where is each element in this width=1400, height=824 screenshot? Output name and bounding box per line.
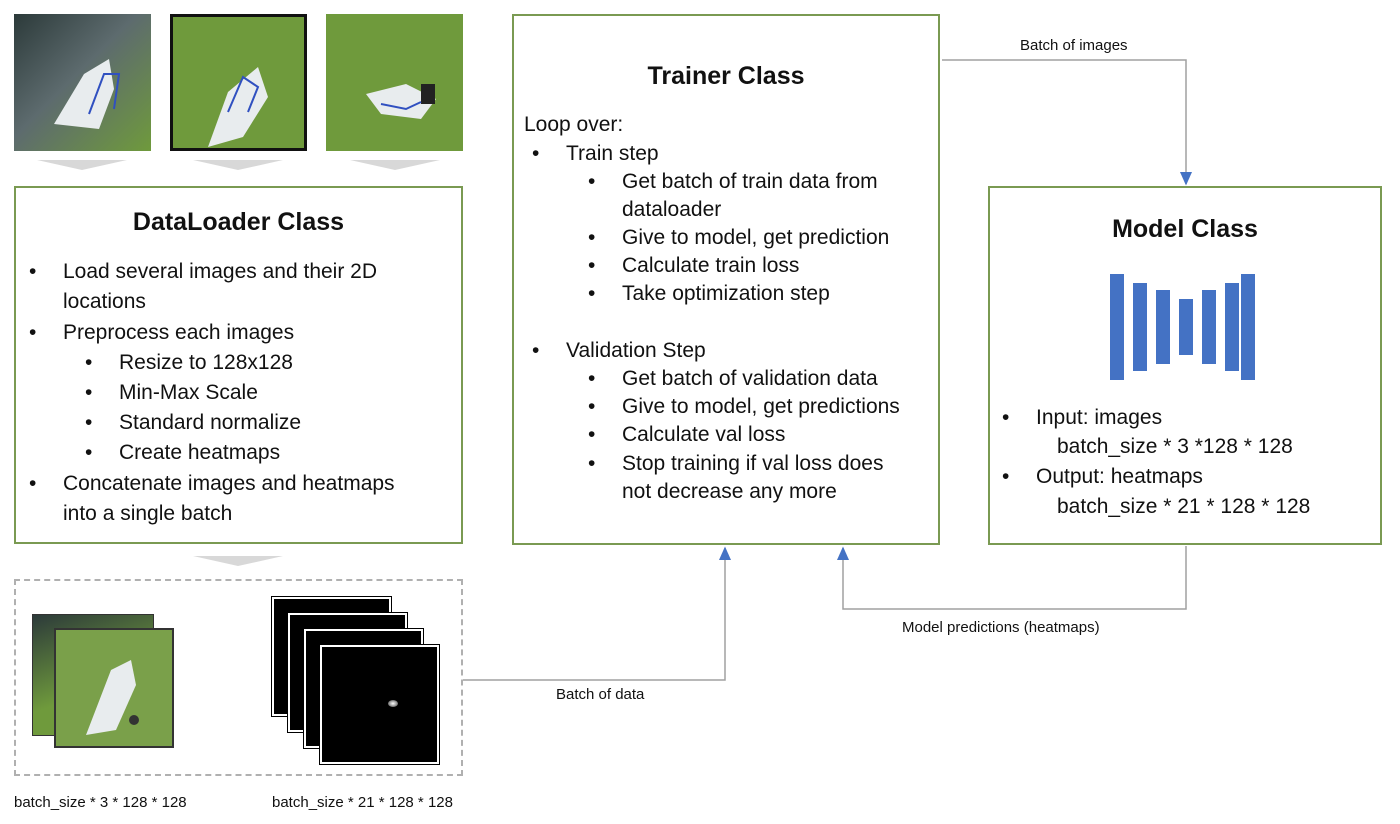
dataloader-item: Concatenate images and heatmaps (29, 470, 395, 498)
batch-image-front (54, 628, 174, 748)
chevron-3 (350, 160, 440, 170)
trainer-box: Trainer Class Loop over: Train step Get … (512, 14, 940, 545)
batch-images-shape: batch_size * 3 * 128 * 128 (14, 794, 187, 811)
trainer-train-item: Take optimization step (588, 280, 830, 308)
model-box: Model Class Input: images batch_size * 3… (988, 186, 1382, 545)
trainer-val-item: Calculate val loss (588, 421, 785, 449)
trainer-title: Trainer Class (647, 62, 805, 90)
heatmap-spot (388, 700, 398, 707)
network-icon (1110, 274, 1255, 380)
dataloader-item: Create heatmaps (85, 439, 280, 467)
trainer-train-step: Train step (532, 140, 658, 168)
trainer-val-item: Give to model, get predictions (588, 393, 900, 421)
trainer-loop-label: Loop over: (524, 113, 624, 136)
batch-box (14, 579, 463, 776)
dataloader-item: Min-Max Scale (85, 379, 258, 407)
model-input-shape: batch_size * 3 *128 * 128 (1057, 435, 1293, 458)
hand-image-3 (326, 14, 463, 151)
batch-of-data-arrow (463, 546, 731, 681)
trainer-val-item: Get batch of validation data (588, 365, 878, 393)
trainer-train-item: Get batch of train data from (588, 168, 878, 196)
model-output-label: Output: heatmaps (1002, 463, 1203, 491)
batch-of-images-arrow (942, 59, 1192, 186)
hand-image-1 (14, 14, 151, 151)
trainer-val-item: not decrease any more (622, 480, 837, 503)
trainer-train-item: Calculate train loss (588, 252, 800, 280)
dataloader-item: Standard normalize (85, 409, 301, 437)
trainer-train-item: dataloader (622, 198, 722, 221)
dataloader-item: into a single batch (63, 502, 233, 525)
model-title: Model Class (1112, 215, 1258, 243)
dataloader-title: DataLoader Class (132, 208, 345, 236)
dataloader-item: Preprocess each images (29, 319, 294, 347)
dataloader-item: locations (63, 290, 146, 313)
model-input-label: Input: images (1002, 404, 1162, 432)
model-predictions-arrow (837, 546, 1187, 610)
dataloader-box: DataLoader Class Load several images and… (14, 186, 463, 544)
chevron-4 (193, 556, 283, 566)
heatmap-layer-4 (320, 645, 439, 764)
chevron-1 (37, 160, 127, 170)
batch-of-data-label: Batch of data (556, 686, 645, 703)
dataloader-item: Resize to 128x128 (85, 349, 293, 377)
batch-of-images-label: Batch of images (1020, 37, 1128, 54)
chevron-2 (193, 160, 283, 170)
batch-heatmaps-shape: batch_size * 21 * 128 * 128 (272, 794, 453, 811)
trainer-val-item: Stop training if val loss does (588, 450, 884, 478)
hand-image-2 (170, 14, 307, 151)
model-predictions-label: Model predictions (heatmaps) (902, 619, 1100, 636)
dataloader-item: Load several images and their 2D (29, 258, 377, 286)
trainer-train-item: Give to model, get prediction (588, 224, 889, 252)
trainer-val-step: Validation Step (532, 337, 706, 365)
model-output-shape: batch_size * 21 * 128 * 128 (1057, 495, 1311, 518)
